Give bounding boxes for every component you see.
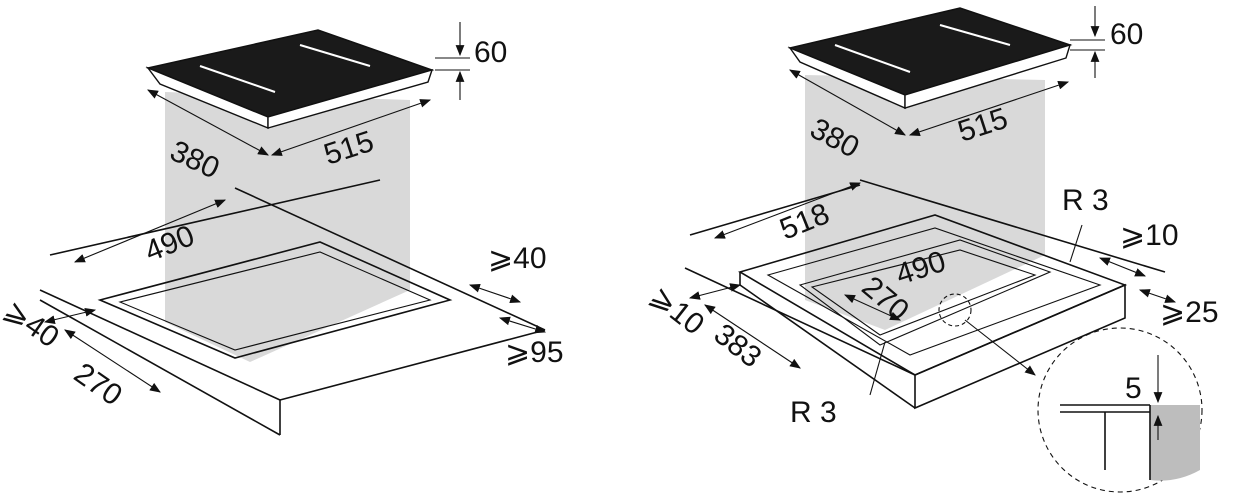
right-side-clearance-label: ⩾10 bbox=[1120, 219, 1179, 252]
right-front-clearance-label: ⩾10 bbox=[644, 280, 710, 342]
right-back-clearance-label: ⩾25 bbox=[1160, 296, 1219, 329]
left-dimension-lines bbox=[43, 22, 547, 393]
right-projection-shade bbox=[805, 75, 1045, 330]
right-top-radius-label: R 3 bbox=[1062, 184, 1109, 217]
left-diagram: 60 380 515 490 ⩾40 ⩾40 270 ⩾95 bbox=[0, 22, 564, 436]
right-dimension-lines bbox=[688, 6, 1177, 396]
detail-depth-label: 5 bbox=[1125, 372, 1142, 405]
right-hob-height-label: 60 bbox=[1110, 18, 1143, 51]
left-front-clearance-label: ⩾40 bbox=[0, 294, 65, 355]
right-diagram: 60 380 515 518 R 3 ⩾10 490 270 ⩾10 383 ⩾… bbox=[644, 6, 1219, 493]
left-hob-height-label: 60 bbox=[474, 36, 507, 69]
left-projection-shade bbox=[165, 92, 410, 362]
right-detail-view bbox=[1037, 327, 1203, 493]
left-side-clearance-label: ⩾40 bbox=[488, 242, 547, 275]
right-recess-depth-label: 383 bbox=[708, 318, 768, 375]
right-bottom-radius-label: R 3 bbox=[790, 396, 837, 429]
left-back-clearance-label: ⩾95 bbox=[505, 336, 564, 369]
